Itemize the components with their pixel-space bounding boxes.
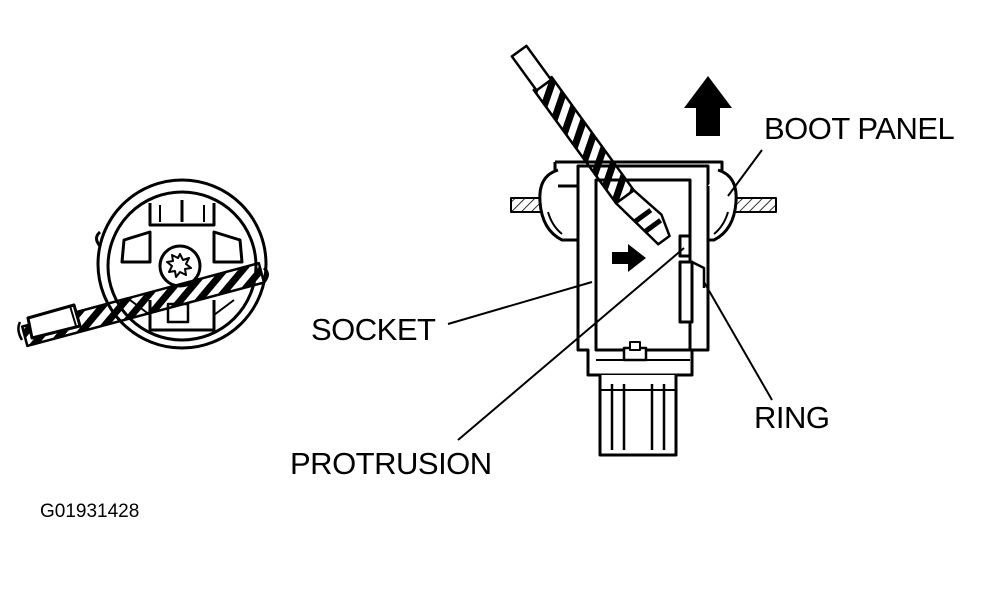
figure-code: G01931428 [40,501,140,522]
right-notch [262,266,269,283]
ring-label: RING [754,400,830,435]
screwdriver-shaft-end-view [20,261,266,348]
screwdriver-handle-left [26,303,82,340]
ring-left [538,168,580,242]
socket-cavity [594,178,692,352]
right-arrow-icon [612,244,646,272]
boot-panel-leader [727,149,763,197]
ring-leader [703,281,773,401]
left-notch [95,230,102,247]
end-view-detail [17,178,269,350]
socket-label: SOCKET [311,312,436,347]
boot-panel-label: BOOT PANEL [764,111,955,146]
screwdriver-icon [510,44,671,246]
ring-tab [678,260,694,324]
connector-block [598,375,678,457]
protrusion-leader [457,247,685,441]
ring-right [706,168,738,242]
up-arrow-icon [684,76,732,136]
torx-center-icon [166,253,192,278]
protrusion-label: PROTRUSION [290,446,492,481]
protrusion-tab [678,234,692,258]
socket-leader [447,281,593,325]
cross-section-detail [510,44,777,457]
leader-lines [447,149,773,441]
